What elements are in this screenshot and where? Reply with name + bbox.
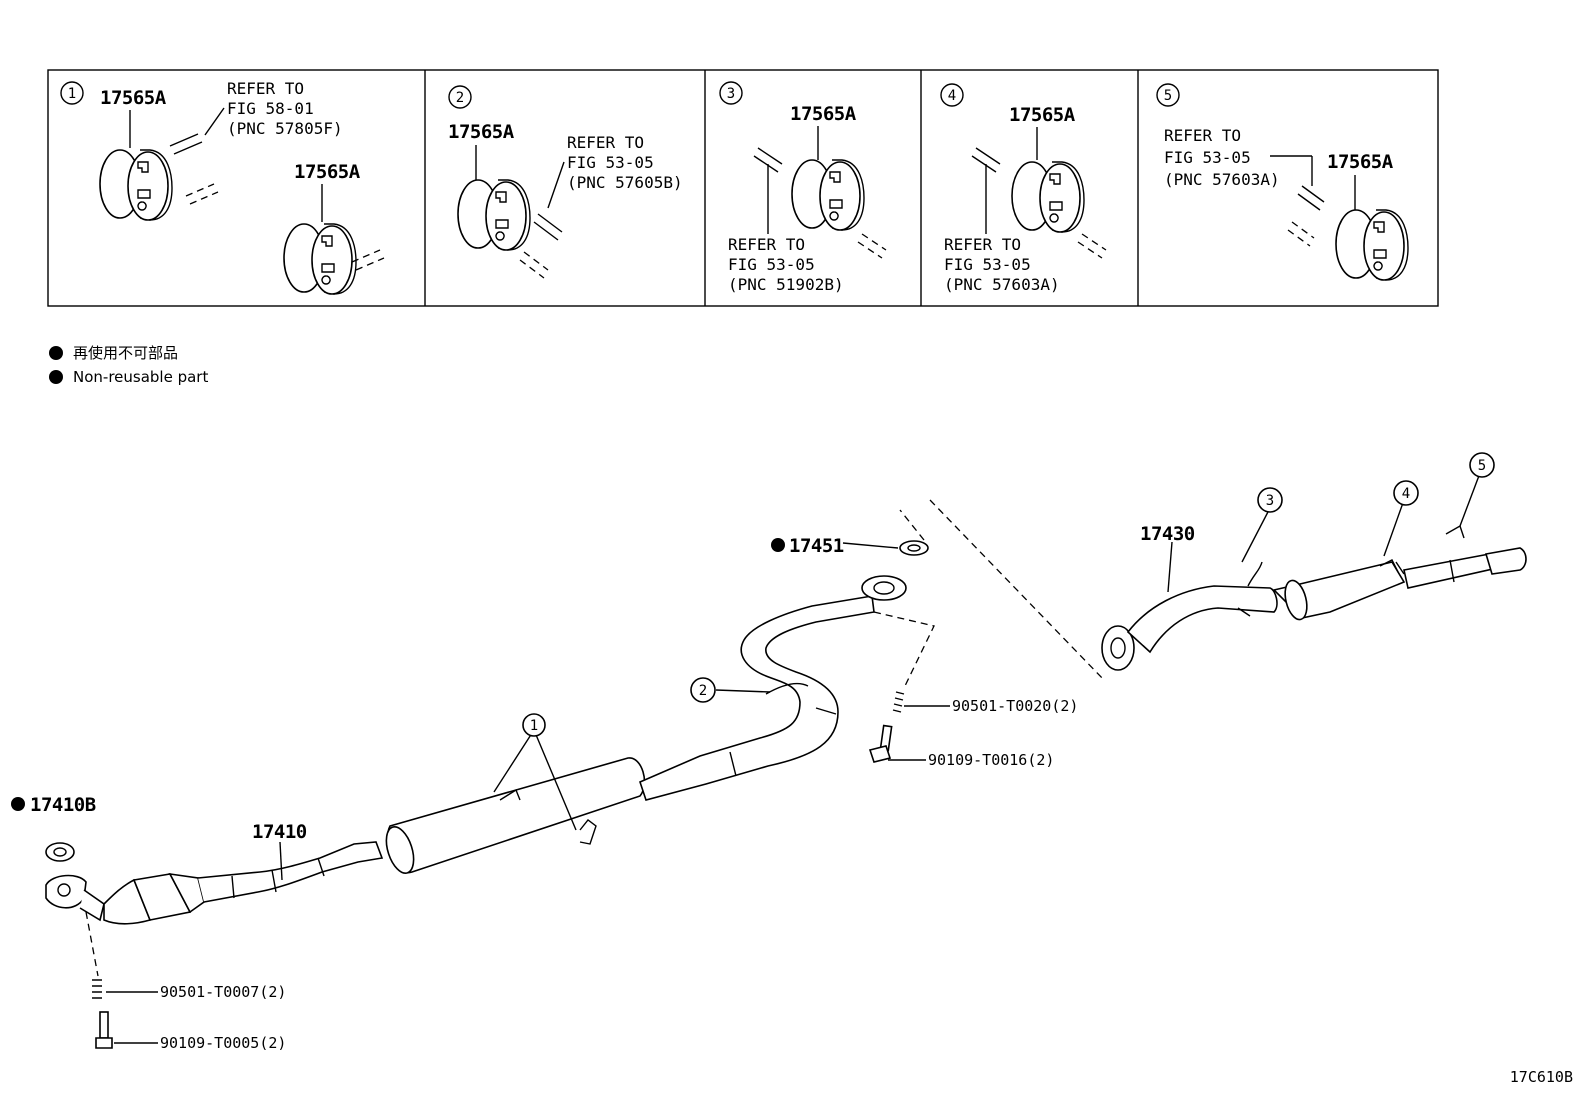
part-label-17430: 17430: [1140, 523, 1195, 545]
hanger-icon: [1011, 161, 1085, 233]
detail-panels: [47, 69, 1439, 307]
svg-text:1: 1: [530, 718, 538, 734]
panel-3: 3 17565A REFER TO FIG 53-05 (PNC 51902B): [719, 81, 887, 294]
part-number-label: 17565A: [448, 121, 515, 143]
gasket-17451: [899, 540, 929, 556]
refer-line: FIG 53-05: [567, 153, 654, 172]
legend-en: Non-reusable part: [73, 368, 208, 386]
hanger-icon: [791, 159, 865, 231]
part-number-label: 17565A: [1009, 104, 1076, 126]
refer-line: (PNC 57605B): [567, 173, 683, 192]
legend-jp: 再使用不可部品: [73, 344, 178, 362]
svg-text:5: 5: [1478, 458, 1486, 474]
part-label-bolt-mid: 90109-T0016(2): [928, 751, 1054, 769]
part-label-17451: 17451: [789, 535, 844, 557]
main-muffler: [385, 757, 646, 874]
refer-line: (PNC 57603A): [944, 275, 1060, 294]
part-label-17410b: 17410B: [30, 794, 96, 816]
part-label-bolt-front: 90109-T0005(2): [160, 1034, 286, 1052]
non-reusable-dot: [11, 797, 25, 811]
panel-number: 3: [727, 86, 735, 102]
non-reusable-dot: [771, 538, 785, 552]
part-number-label: 17565A: [100, 87, 167, 109]
callout-2: 2: [690, 677, 716, 703]
refer-line: (PNC 57603A): [1164, 170, 1280, 189]
bolt-mid: [868, 724, 893, 763]
figure-code: 17C610B: [1510, 1068, 1573, 1086]
callout-1: 1: [522, 713, 546, 737]
refer-line: REFER TO: [728, 235, 805, 254]
center-pipe: [639, 575, 907, 801]
refer-line: (PNC 57805F): [227, 119, 343, 138]
callout-5: 5: [1469, 452, 1495, 478]
exhaust-assembly: 1 2 3 4 5 17410B 17410 17451 17430 90501…: [11, 452, 1527, 1052]
refer-line: FIG 53-05: [728, 255, 815, 274]
part-number-label: 17565A: [294, 161, 361, 183]
hanger-icon: [457, 179, 531, 251]
panel-4: 4 17565A REFER TO FIG 53-05 (PNC 57603A): [940, 83, 1107, 294]
refer-line: FIG 53-05: [944, 255, 1031, 274]
refer-line: REFER TO: [1164, 126, 1241, 145]
part-label-17410: 17410: [252, 821, 307, 843]
svg-text:2: 2: [699, 683, 707, 699]
panel-1: 1 17565A REFER TO FIG 58-01 (PNC 57805F)…: [60, 79, 385, 295]
spring-mid: [892, 691, 905, 713]
refer-line: FIG 53-05: [1164, 148, 1251, 167]
part-label-spring-mid: 90501-T0020(2): [952, 697, 1078, 715]
hanger-icon: [283, 223, 357, 295]
callout-4: 4: [1393, 480, 1419, 506]
svg-text:3: 3: [1266, 493, 1274, 509]
callout-leaders: [106, 472, 1481, 1044]
spring-front: [92, 979, 102, 999]
refer-line: FIG 58-01: [227, 99, 314, 118]
front-pipe-17410: [45, 841, 384, 925]
refer-line: (PNC 51902B): [728, 275, 844, 294]
hanger-icon: [1335, 209, 1409, 281]
panel-number: 4: [948, 88, 956, 104]
panel-number: 2: [456, 90, 464, 106]
gasket-17410b: [45, 842, 75, 862]
part-label-spring-front: 90501-T0007(2): [160, 983, 286, 1001]
refer-line: REFER TO: [567, 133, 644, 152]
panel-number: 1: [68, 86, 76, 102]
refer-line: REFER TO: [944, 235, 1021, 254]
callout-3: 3: [1257, 487, 1283, 513]
svg-text:4: 4: [1402, 486, 1410, 502]
bolt-front: [95, 1011, 113, 1049]
part-number-label: 17565A: [790, 103, 857, 125]
panel-5: 5 REFER TO FIG 53-05 (PNC 57603A) 17565A: [1156, 83, 1409, 281]
part-number-label: 17565A: [1327, 151, 1394, 173]
hanger-icon: [99, 149, 173, 221]
tail-pipe-17430: [1101, 524, 1527, 671]
panel-2: 2 17565A REFER TO FIG 53-05 (PNC 57605B): [448, 85, 683, 279]
panel-number: 5: [1164, 88, 1172, 104]
legend: 再使用不可部品 Non-reusable part: [49, 344, 208, 386]
refer-line: REFER TO: [227, 79, 304, 98]
